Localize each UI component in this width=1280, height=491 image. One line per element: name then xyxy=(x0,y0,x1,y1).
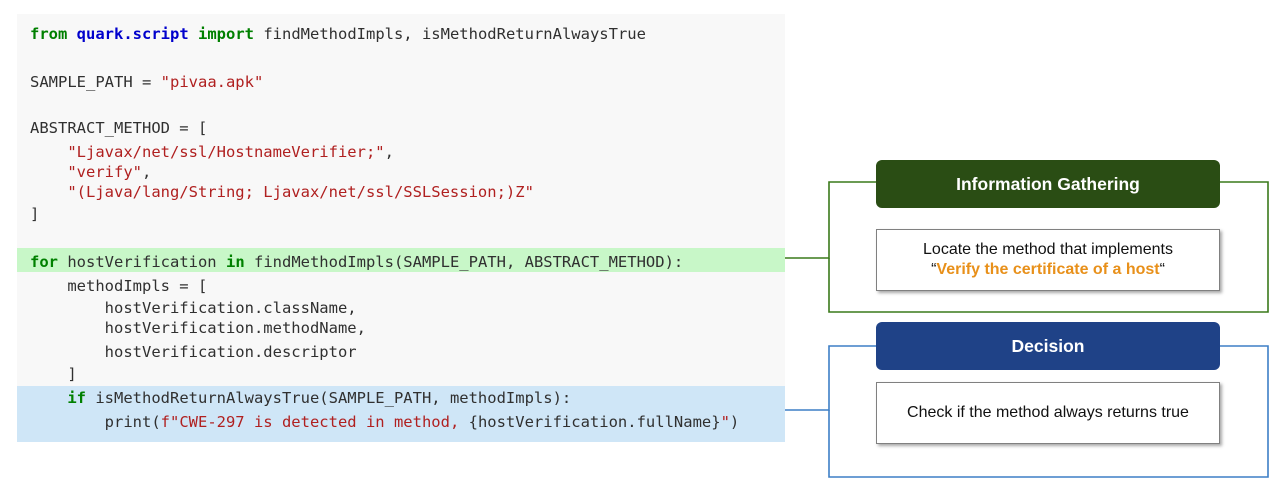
blue-connector xyxy=(785,345,876,411)
code-token: , xyxy=(141,163,152,181)
code-token: {hostVerification.fullName} xyxy=(468,413,721,431)
code-token: findMethodImpls, isMethodReturnAlwaysTru… xyxy=(254,25,646,43)
code-token xyxy=(30,183,67,201)
code-line: ] xyxy=(30,364,77,384)
stage-information-gathering: Information Gathering xyxy=(876,160,1220,208)
code-token: isMethodReturnAlwaysTrue(SAMPLE_PATH, me… xyxy=(86,389,572,407)
quote-open: “ xyxy=(931,261,937,278)
highlight-if-block xyxy=(17,386,785,442)
code-line: from quark.script import findMethodImpls… xyxy=(30,24,646,44)
code-token: ] xyxy=(30,205,40,223)
code-token xyxy=(30,143,67,161)
code-token: , xyxy=(384,143,394,161)
code-token: "pivaa.apk" xyxy=(160,73,264,91)
code-token xyxy=(30,163,67,181)
stage-decision: Decision xyxy=(876,322,1220,370)
code-line: print(f"CWE-297 is detected in method, {… xyxy=(30,412,740,432)
code-line: if isMethodReturnAlwaysTrue(SAMPLE_PATH,… xyxy=(30,388,571,408)
highlight-for-loop xyxy=(17,248,785,272)
code-token xyxy=(30,389,67,407)
code-line: ABSTRACT_METHOD = [ xyxy=(30,118,207,138)
code-line: "(Ljava/lang/String; Ljavax/net/ssl/SSLS… xyxy=(30,182,534,202)
code-token: ] xyxy=(30,365,77,383)
code-line: hostVerification.descriptor xyxy=(30,342,357,362)
code-token: ABSTRACT_METHOD = [ xyxy=(30,119,208,137)
code-token: quark.script xyxy=(76,25,189,43)
desc-highlight: Verify the certificate of a host xyxy=(936,261,1160,278)
code-token: methodImpls = [ xyxy=(30,277,208,295)
code-token: "Ljavax/net/ssl/HostnameVerifier;" xyxy=(67,143,385,161)
code-line: hostVerification.className, xyxy=(30,298,357,318)
code-token: from xyxy=(30,25,68,43)
code-token: findMethodImpls(SAMPLE_PATH, ABSTRACT_ME… xyxy=(244,253,684,271)
code-token xyxy=(67,25,76,43)
code-line: hostVerification.methodName, xyxy=(30,318,366,338)
code-token: "(Ljava/lang/String; Ljavax/net/ssl/SSLS… xyxy=(67,183,534,201)
code-token: hostVerification.descriptor xyxy=(30,343,357,361)
code-token: " xyxy=(720,413,730,431)
code-line: for hostVerification in findMethodImpls(… xyxy=(30,252,683,272)
quote-close: “ xyxy=(1159,261,1165,278)
desc-line: Locate the method that implements xyxy=(923,241,1173,258)
code-token: f"CWE-297 is detected in method, xyxy=(160,413,469,431)
code-token: if xyxy=(67,389,86,407)
code-token: "verify" xyxy=(67,163,142,181)
code-token: hostVerification xyxy=(58,253,226,271)
desc-line-quote: “Verify the certificate of a host“ xyxy=(931,260,1165,280)
code-token: print( xyxy=(30,413,161,431)
code-token: in xyxy=(225,253,245,271)
code-token: hostVerification.className, xyxy=(30,299,357,317)
code-line: methodImpls = [ xyxy=(30,276,207,296)
code-token: ) xyxy=(729,413,740,431)
code-token: SAMPLE_PATH = xyxy=(30,73,161,91)
stage-title: Decision xyxy=(1011,335,1085,356)
code-panel: from quark.script import findMethodImpls… xyxy=(17,14,785,442)
stage-gathering-description: Locate the method that implements “Verif… xyxy=(876,229,1220,291)
code-token xyxy=(189,25,198,43)
code-line: SAMPLE_PATH = "pivaa.apk" xyxy=(30,72,263,92)
stage-title: Information Gathering xyxy=(956,173,1140,194)
code-token: import xyxy=(198,25,254,43)
stage-decision-description: Check if the method always returns true xyxy=(876,382,1220,444)
code-line: "verify", xyxy=(30,162,151,182)
code-token: for xyxy=(30,253,58,271)
green-connector xyxy=(785,181,876,259)
desc-line: Check if the method always returns true xyxy=(907,404,1189,421)
code-token: hostVerification.methodName, xyxy=(30,319,366,337)
code-line: "Ljavax/net/ssl/HostnameVerifier;", xyxy=(30,142,394,162)
code-line: ] xyxy=(30,204,39,224)
